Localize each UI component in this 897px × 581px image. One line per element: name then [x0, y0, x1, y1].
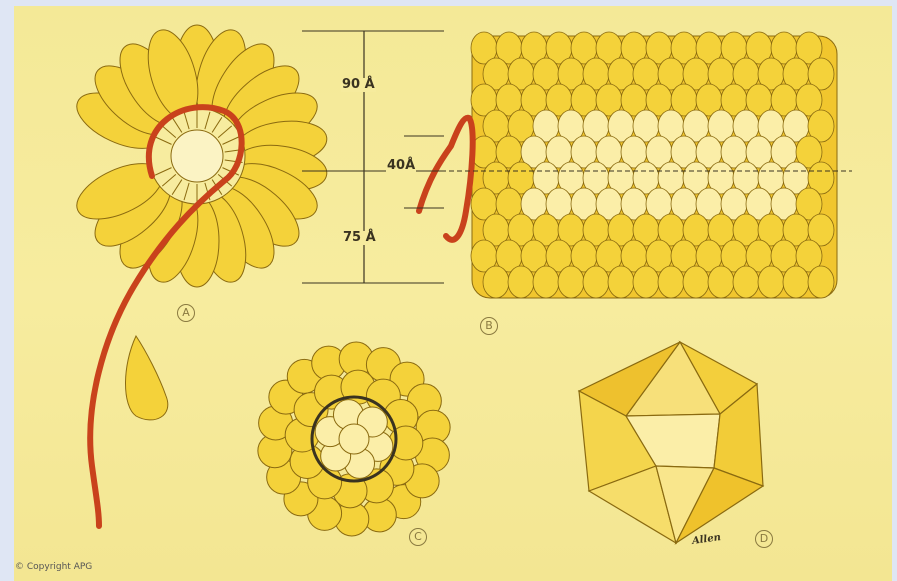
rod-subunit — [708, 266, 734, 298]
rod-subunit — [808, 266, 834, 298]
rod-subunit — [533, 266, 559, 298]
rod-subunit — [633, 266, 659, 298]
panel-label-c: C — [409, 528, 427, 546]
rod-subunit — [483, 266, 509, 298]
capsomer — [339, 424, 369, 454]
disk-central-hole — [171, 130, 223, 182]
rod-subunit — [683, 266, 709, 298]
detached-subunit — [126, 336, 168, 420]
panel-label-d: D — [755, 530, 773, 548]
dimension-label-90: 90 Å — [341, 78, 376, 92]
dimension-label-75: 75 Å — [342, 231, 377, 245]
panel-label-b: B — [480, 317, 498, 335]
rod-subunit — [658, 266, 684, 298]
rod-subunit — [558, 266, 584, 298]
virus-structure-illustration — [14, 6, 892, 581]
rod-subunit — [608, 266, 634, 298]
panel-label-a: A — [177, 304, 195, 322]
rod-subunit — [758, 266, 784, 298]
panel-c-spherical-capsid — [258, 342, 450, 536]
panel-b-helical-rod — [419, 32, 837, 298]
panel-d-icosahedron — [579, 342, 763, 543]
rod-subunit — [508, 266, 534, 298]
copyright-notice: © Copyright APG — [15, 562, 92, 572]
rod-subunit — [583, 266, 609, 298]
rod-subunit — [783, 266, 809, 298]
diagram-frame: 90 Å 40Å 75 Å A B C D Allen — [14, 6, 892, 581]
rod-subunit — [733, 266, 759, 298]
dimension-label-40: 40Å — [386, 159, 416, 173]
